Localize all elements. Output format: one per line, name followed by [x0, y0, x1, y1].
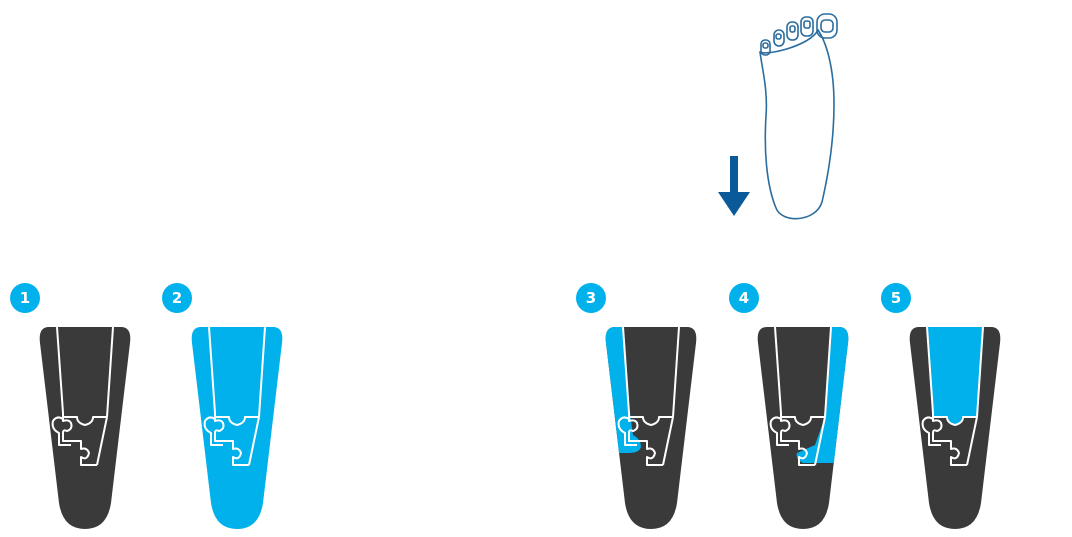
insole-graphic: [907, 323, 1003, 533]
step-badge-2: 2: [162, 283, 192, 313]
insole-graphic: [755, 323, 851, 533]
step-badge-3: 3: [576, 283, 606, 313]
insole-graphic: [37, 323, 133, 533]
insole-step-1: [37, 323, 133, 533]
insole-step-4: [755, 323, 851, 533]
insole-graphic: [189, 323, 285, 533]
insole-step-2: [189, 323, 285, 533]
insole-step-3: [603, 323, 699, 533]
foot-outline-icon: [752, 8, 848, 230]
insole-highlight-center: [927, 323, 983, 425]
insole-graphic: [603, 323, 699, 533]
step-badge-4: 4: [729, 283, 759, 313]
step-badge-1: 1: [10, 283, 40, 313]
arrow-down-icon: [716, 156, 752, 218]
step-badge-5: 5: [881, 283, 911, 313]
insole-step-5: [907, 323, 1003, 533]
